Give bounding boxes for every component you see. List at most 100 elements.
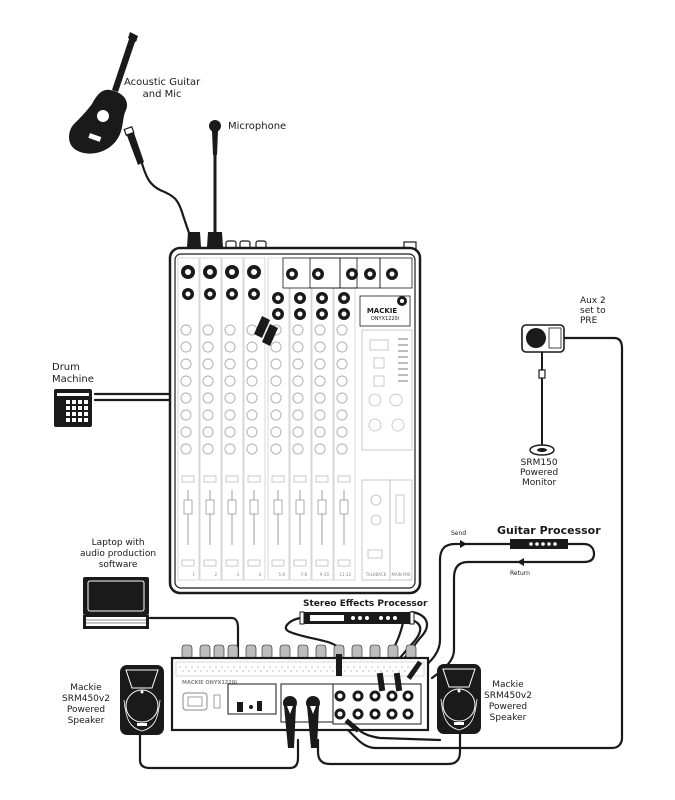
drum-pad xyxy=(84,406,88,410)
knob xyxy=(224,341,236,353)
channel-label: 11-12 xyxy=(339,572,351,577)
cable-guitar-return xyxy=(430,542,596,680)
solo-button xyxy=(247,559,261,567)
knob xyxy=(270,443,282,455)
trs-plugs-line-in xyxy=(254,316,278,346)
knob xyxy=(314,375,326,387)
cable-speaker-left xyxy=(138,733,300,770)
channel-strip: 1 xyxy=(177,257,200,581)
knob xyxy=(246,392,258,404)
solo-button xyxy=(293,559,307,567)
knob xyxy=(202,409,214,421)
speaker-left-icon xyxy=(120,665,164,735)
drum-machine-icon xyxy=(54,389,92,427)
label-monitor-note-line1: Aux 2 xyxy=(580,296,606,306)
meter-leds xyxy=(398,338,408,382)
label-monitor-note: Aux 2 set to PRE xyxy=(580,296,606,326)
knob xyxy=(224,375,236,387)
knob xyxy=(314,409,326,421)
knob xyxy=(180,341,192,353)
channel-label: 4 xyxy=(258,572,261,577)
drum-pad xyxy=(66,418,70,422)
knob xyxy=(270,426,282,438)
knob xyxy=(246,358,258,370)
label-drum-machine: Drum Machine xyxy=(52,362,94,386)
knob xyxy=(314,358,326,370)
knob xyxy=(314,426,326,438)
knob xyxy=(180,358,192,370)
channel-label: 7-8 xyxy=(300,572,307,577)
control-room-section xyxy=(361,329,413,581)
knob xyxy=(336,409,348,421)
svg-text:ONYX1220i: ONYX1220i xyxy=(371,316,399,322)
knob xyxy=(224,409,236,421)
knob xyxy=(314,443,326,455)
cable-guitar-mic xyxy=(139,158,195,247)
label-acoustic-guitar: Acoustic Guitar and Mic xyxy=(124,77,200,101)
channel-strip: 3 xyxy=(221,257,244,581)
channel-label: 9-10 xyxy=(320,572,330,577)
label-speaker-left-line3: Powered xyxy=(66,705,106,715)
mackie-logo: MACKIE ONYX1220i xyxy=(359,295,411,327)
channel-strip: 9-10 xyxy=(311,257,334,581)
signal-arrows xyxy=(460,540,524,566)
cable-laptop xyxy=(148,616,240,710)
label-laptop-line2: audio production xyxy=(80,549,157,559)
label-speaker-left: Mackie SRM450v2 Powered Speaker xyxy=(62,683,110,727)
mute-button xyxy=(247,475,261,483)
label-laptop-line1: Laptop with xyxy=(91,538,145,548)
drum-pad xyxy=(78,406,82,410)
knob xyxy=(246,375,258,387)
laptop-icon xyxy=(83,577,149,629)
knob xyxy=(202,375,214,387)
fader-knob xyxy=(183,499,193,515)
xlr-plugs-main-out xyxy=(284,706,319,748)
knob xyxy=(336,375,348,387)
knob xyxy=(224,324,236,336)
guitar-mic-icon xyxy=(123,126,144,165)
label-speaker-left-line1: Mackie xyxy=(70,683,102,693)
mute-button xyxy=(315,475,329,483)
label-guitar-processor: Guitar Processor xyxy=(497,524,601,537)
label-drum-machine-line2: Machine xyxy=(52,374,94,385)
drum-pad xyxy=(78,412,82,416)
channel-label: 1 xyxy=(192,572,195,577)
knob xyxy=(202,443,214,455)
drum-pad xyxy=(66,412,70,416)
drum-pad xyxy=(78,400,82,404)
channel-label: TALKBACK xyxy=(365,572,387,577)
label-acoustic-guitar-line2: and Mic xyxy=(142,89,182,100)
knob xyxy=(292,426,304,438)
knob xyxy=(292,409,304,421)
drum-pad xyxy=(84,412,88,416)
label-stereo-effects-processor: Stereo Effects Processor xyxy=(303,599,428,609)
drum-pad xyxy=(72,418,76,422)
channel-label: 3 xyxy=(236,572,239,577)
drum-pad xyxy=(72,412,76,416)
label-srm150-line1: SRM150 xyxy=(520,458,558,468)
knob xyxy=(292,341,304,353)
knob xyxy=(270,341,282,353)
label-laptop-line3: software xyxy=(98,560,138,570)
knob xyxy=(292,375,304,387)
label-microphone: Microphone xyxy=(228,121,287,132)
knob xyxy=(336,443,348,455)
channel-strip: 2 xyxy=(199,257,222,581)
knob xyxy=(246,426,258,438)
drum-pad xyxy=(66,400,70,404)
mixer-output-jacks xyxy=(286,268,398,280)
channel-strip: 4 xyxy=(243,257,266,581)
drum-pad xyxy=(78,418,82,422)
knob xyxy=(180,426,192,438)
mute-button xyxy=(181,475,195,483)
knob xyxy=(314,341,326,353)
knob xyxy=(180,409,192,421)
knob xyxy=(314,392,326,404)
label-send: Send xyxy=(451,530,467,537)
drum-pad xyxy=(72,400,76,404)
knob xyxy=(336,324,348,336)
mute-button xyxy=(293,475,307,483)
solo-button xyxy=(315,559,329,567)
